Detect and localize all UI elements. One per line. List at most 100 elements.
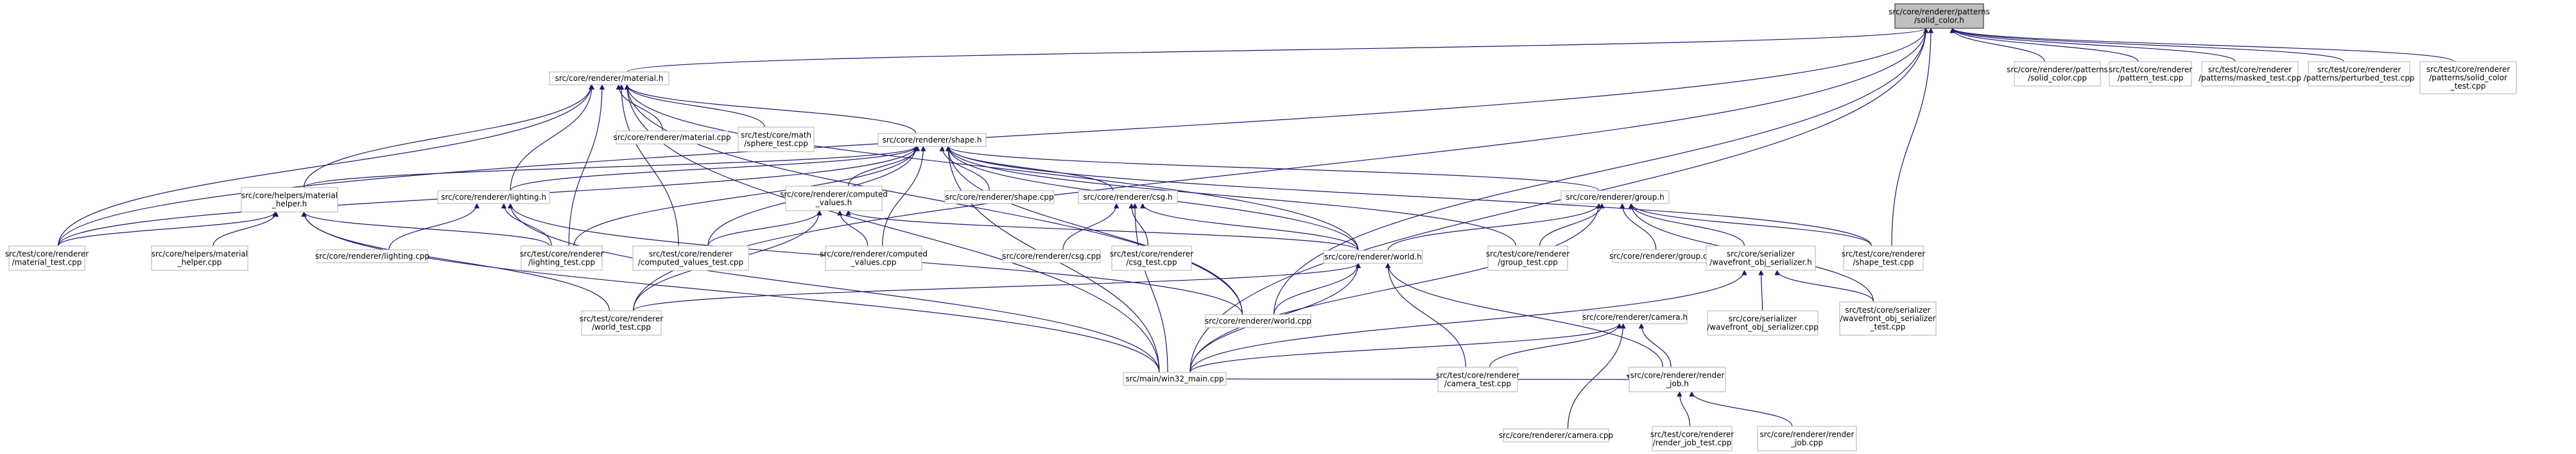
edge-main_cpp-to-csg_h <box>1132 203 1168 373</box>
node-box <box>241 187 338 213</box>
node-label-line: src/core/renderer/patterns <box>2007 65 2108 74</box>
edge-main_cpp-to-solid_color_h <box>1189 28 1929 373</box>
node-label-line: src/test/core/renderer <box>2317 65 2401 74</box>
dependency-edges <box>58 28 2455 430</box>
node-material-h[interactable]: src/core/renderer/material.h <box>549 71 670 85</box>
node-lighting-test-cpp[interactable]: src/test/core/renderer/lighting_test.cpp <box>520 245 603 271</box>
node-solid-color-h[interactable]: src/core/renderer/patterns/solid_color.h <box>1889 3 1990 29</box>
node-world-cpp[interactable]: src/core/renderer/world.cpp <box>1205 314 1311 328</box>
node-material-test-cpp[interactable]: src/test/core/renderer/material_test.cpp <box>5 245 89 271</box>
node-box <box>944 190 1055 204</box>
edge-world_h-to-group_h <box>1387 203 1602 251</box>
edge-lighting_test_cpp-to-material_h <box>568 84 605 247</box>
node-box <box>2201 61 2299 87</box>
node-label-line: src/core/renderer/patterns <box>1889 8 1990 17</box>
node-material-helper-cpp[interactable]: src/core/helpers/material_helper.cpp <box>151 245 248 271</box>
node-label-line: /material_test.cpp <box>12 258 82 267</box>
node-box <box>825 245 922 271</box>
node-label-line: src/core/renderer/render <box>1630 371 1725 380</box>
edge-world_cpp-to-material_h <box>624 84 1243 315</box>
node-label-line: src/core/helpers/material <box>151 250 248 259</box>
edge-world_h-to-material_h <box>624 84 1359 251</box>
edge-main_cpp-to-camera_h <box>1189 323 1622 373</box>
node-label-line: /camera_test.cpp <box>1444 380 1511 389</box>
node-box <box>581 310 662 336</box>
edge-wavefront_cpp-to-wavefront_h <box>1758 270 1764 311</box>
node-label-line: /wavefront_obj_serializer <box>1840 314 1935 323</box>
node-label-line: src/test/core/renderer <box>649 250 732 259</box>
node-material-helper-h[interactable]: src/core/helpers/material_helper.h <box>241 187 338 213</box>
node-sphere-test-cpp[interactable]: src/test/core/math/sphere_test.cpp <box>738 127 815 152</box>
node-label-line: src/core/renderer/world.h <box>1324 252 1422 261</box>
node-material-cpp[interactable]: src/core/renderer/material.cpp <box>613 130 731 144</box>
node-group-cpp[interactable]: src/core/renderer/group.cpp <box>1609 249 1717 263</box>
edge-render_job_cpp-to-render_job_h <box>1689 391 1793 427</box>
node-csg-cpp[interactable]: src/core/renderer/csg.cpp <box>1002 249 1101 263</box>
node-csg-h[interactable]: src/core/renderer/csg.h <box>1078 190 1178 204</box>
node-box <box>1757 426 1857 451</box>
node-box <box>1706 245 1816 271</box>
node-perturbed-test-cpp[interactable]: src/test/core/renderer/patterns/perturbe… <box>2304 61 2415 87</box>
node-wavefront-test-cpp[interactable]: src/test/core/serializer/wavefront_obj_s… <box>1839 301 1937 336</box>
edge-main_cpp-to-group_h <box>1189 203 1602 373</box>
node-main-cpp[interactable]: src/main/win32_main.cpp <box>1123 372 1227 386</box>
edge-material_helper_h-to-material_h <box>303 84 594 188</box>
node-wavefront-h[interactable]: src/core/serializer/wavefront_obj_serial… <box>1706 245 1816 271</box>
node-computed-values-h[interactable]: src/core/renderer/computed_values.h <box>780 186 888 211</box>
node-lighting-h[interactable]: src/core/renderer/lighting.h <box>437 190 550 204</box>
node-world-test-cpp[interactable]: src/test/core/renderer/world_test.cpp <box>580 310 663 336</box>
node-render-job-cpp[interactable]: src/core/renderer/render_job.cpp <box>1757 426 1857 451</box>
node-label-line: src/test/core/math <box>741 131 811 140</box>
edge-group_test_cpp-to-group_h <box>1539 203 1605 247</box>
edge-lighting_test_cpp-to-lighting_h <box>501 203 552 247</box>
node-shape-cpp[interactable]: src/core/renderer/shape.cpp <box>944 190 1055 204</box>
node-box <box>1843 245 1924 271</box>
edge-material_helper_h-to-shape_h <box>303 146 919 188</box>
edge-lighting_test_cpp-to-shape_h <box>573 146 919 247</box>
node-pattern-test-cpp[interactable]: src/test/core/renderer/pattern_test.cpp <box>2109 61 2192 87</box>
node-label-line: src/core/helpers/material <box>241 191 338 200</box>
node-render-job-h[interactable]: src/core/renderer/render_job.h <box>1629 367 1726 392</box>
node-world-h[interactable]: src/core/renderer/world.h <box>1323 250 1423 264</box>
node-camera-h[interactable]: src/core/renderer/camera.h <box>1582 310 1688 324</box>
node-label-line: src/core/renderer/group.cpp <box>1609 252 1717 261</box>
node-solid-color-test-cpp[interactable]: src/test/core/renderer/patterns/solid_co… <box>2419 61 2517 94</box>
edge-csg_cpp-to-csg_h <box>1062 203 1119 250</box>
node-shape-test-cpp[interactable]: src/test/core/renderer/shape_test.cpp <box>1842 245 1925 271</box>
node-label-line: /patterns/solid_color <box>2429 73 2507 82</box>
node-computed-values-cpp[interactable]: src/core/renderer/computed_values.cpp <box>820 245 928 271</box>
node-label-line: src/core/renderer/world.cpp <box>1205 317 1311 326</box>
node-shape-h[interactable]: src/core/renderer/shape.h <box>877 133 987 147</box>
node-label-line: /render_job_test.cpp <box>1653 439 1732 448</box>
edge-group_h-to-shape_h <box>946 146 1600 191</box>
node-masked-test-cpp[interactable]: src/test/core/renderer/patterns/masked_t… <box>2199 61 2301 87</box>
node-group-test-cpp[interactable]: src/test/core/renderer/group_test.cpp <box>1486 245 1569 271</box>
node-label-line: src/test/core/renderer <box>1110 250 1193 259</box>
node-render-job-test-cpp[interactable]: src/test/core/renderer/render_job_test.c… <box>1650 426 1734 451</box>
node-patterns-solid-cpp[interactable]: src/core/renderer/patterns/solid_color.c… <box>2007 61 2108 87</box>
node-wavefront-cpp[interactable]: src/core/serializer/wavefront_obj_serial… <box>1707 310 1819 336</box>
node-label-line: _test.cpp <box>1870 322 1906 331</box>
node-camera-test-cpp[interactable]: src/test/core/renderer/camera_test.cpp <box>1436 367 1519 392</box>
node-box <box>8 245 85 271</box>
node-label-line: src/core/renderer/csg.h <box>1083 193 1172 202</box>
node-box <box>316 249 428 263</box>
edge-world_test_cpp-to-world_h <box>633 263 1361 311</box>
node-label-line: src/test/core/renderer <box>1650 430 1734 439</box>
node-label-line: _test.cpp <box>2450 82 2486 91</box>
node-label-line: src/core/renderer/lighting.h <box>441 193 546 202</box>
node-camera-cpp[interactable]: src/core/renderer/camera.cpp <box>1499 428 1613 442</box>
node-lighting-cpp[interactable]: src/core/renderer/lighting.cpp <box>315 249 429 263</box>
node-label-line: /csg_test.cpp <box>1126 258 1177 267</box>
node-computed-values-test[interactable]: src/test/core/renderer/computed_values_t… <box>632 245 749 271</box>
edge-world_cpp-to-world_h <box>1274 263 1361 315</box>
node-box <box>2308 61 2410 87</box>
file-nodes: src/core/renderer/patterns/solid_color.h… <box>5 3 2517 451</box>
edge-lighting_cpp-to-lighting_h <box>388 203 480 250</box>
node-csg-test-cpp[interactable]: src/test/core/renderer/csg_test.cpp <box>1110 245 1193 271</box>
node-box <box>1123 372 1227 386</box>
edge-main_cpp-to-material_helper_h <box>301 211 1160 373</box>
node-group-h[interactable]: src/core/renderer/group.h <box>1560 190 1670 204</box>
node-box <box>2014 61 2101 87</box>
